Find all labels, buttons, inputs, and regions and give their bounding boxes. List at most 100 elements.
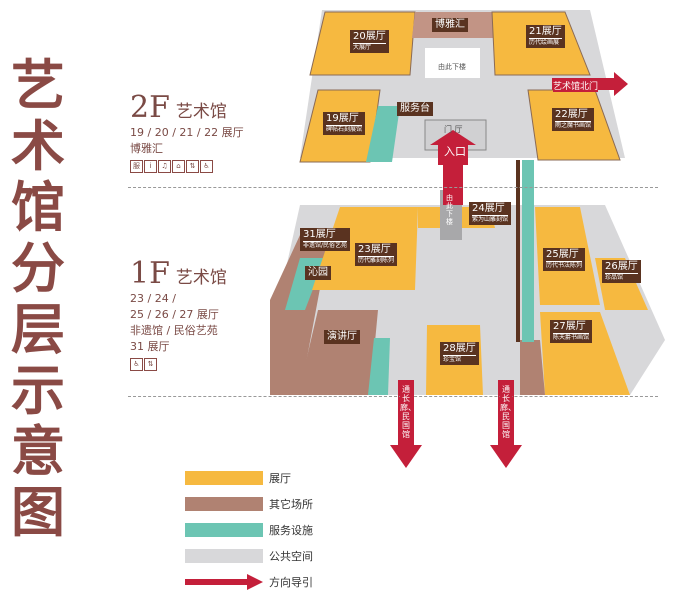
room-sub: 碑帖石刻展馆 <box>326 125 363 133</box>
room-sub: 历代书法陈列 <box>546 261 583 269</box>
service-desk-icon: 服 <box>130 160 143 173</box>
floor1-name: 艺术馆 <box>175 268 227 288</box>
legend-label: 服务设施 <box>269 524 313 537</box>
floor1-code: 1F <box>130 256 170 291</box>
info-icon: i <box>144 160 157 173</box>
floor1-halls: 23 / 24 / <box>130 292 176 305</box>
stairs-area <box>425 48 480 78</box>
title-char: 术 <box>11 115 65 178</box>
service-2f <box>366 106 400 162</box>
garden-label[interactable]: 沁园 <box>305 266 331 280</box>
downstairs-1f-text: 由此下楼 <box>446 194 453 226</box>
entry-label: 入口 <box>444 145 466 158</box>
legend-item: 方向导引 <box>185 574 313 590</box>
legend-label: 其它场所 <box>269 498 313 511</box>
floor-divider <box>128 396 658 397</box>
room-sub: 紫为山雕刻馆 <box>472 215 509 223</box>
room-sub: 陈天爵书画馆 <box>553 333 590 341</box>
legend-label: 展厅 <box>269 472 291 485</box>
title-char: 层 <box>11 298 65 361</box>
floor1-extra: 非遗馆 / 民俗艺苑 <box>130 324 218 337</box>
restroom-icon: ♿ <box>130 358 143 371</box>
legend-label: 方向导引 <box>269 576 313 589</box>
title-char: 意 <box>11 420 65 483</box>
floor2-halls: 19 / 20 / 21 / 22 展厅 <box>130 126 244 139</box>
north-gate-label[interactable]: 艺术馆北门 <box>553 79 599 92</box>
room-name: 31展厅 <box>303 229 336 240</box>
room-name: 27展厅 <box>553 321 586 332</box>
room-name: 28展厅 <box>443 343 476 354</box>
room-name: 20展厅 <box>353 31 386 42</box>
room-23-label[interactable]: 23展厅历代雕刻陈列 <box>355 243 398 266</box>
room-sub: 珍宝馆 <box>443 355 476 364</box>
room-28-label[interactable]: 28展厅珍宝馆 <box>440 342 479 365</box>
room-31-label[interactable]: 31展厅非遗馆/民俗艺苑 <box>300 228 351 251</box>
legend-swatch <box>185 549 263 563</box>
right-passage-label[interactable]: 通长廊、民国馆 <box>500 385 516 439</box>
service-desk-label[interactable]: 服务台 <box>397 102 433 116</box>
title-char: 艺 <box>11 54 65 117</box>
room-27-label[interactable]: 27展厅陈天爵书画馆 <box>550 320 593 343</box>
lecture-hall-label[interactable]: 演讲厅 <box>324 330 360 344</box>
wall <box>516 160 520 342</box>
floor2-name: 艺术馆 <box>175 102 227 122</box>
floor1-extra: 31 展厅 <box>130 340 170 353</box>
room-24-label[interactable]: 24展厅紫为山雕刻馆 <box>469 202 512 225</box>
title-char: 图 <box>11 481 65 544</box>
room-name: 24展厅 <box>472 203 505 214</box>
other-right <box>520 340 545 395</box>
room-name: 22展厅 <box>555 109 588 120</box>
room-25-label[interactable]: 25展厅历代书法陈列 <box>543 248 586 271</box>
legend-item: 展厅 <box>185 470 291 486</box>
legend-item: 服务设施 <box>185 522 313 538</box>
entry-arrow <box>430 130 476 165</box>
elevator-icon: ⇅ <box>144 358 157 371</box>
teal-corridor <box>522 160 534 342</box>
boya-label[interactable]: 博雅汇 <box>432 18 468 32</box>
restroom-icon: ♿ <box>200 160 213 173</box>
room-sub: 雨之魔书画馆 <box>555 121 592 129</box>
legend-arrow-icon <box>185 574 263 590</box>
audio-icon: ♫ <box>158 160 171 173</box>
room-name: 26展厅 <box>605 261 638 272</box>
floor-divider <box>128 187 658 188</box>
title-char: 示 <box>11 359 65 422</box>
floor1-facility-icons: ♿⇅ <box>130 358 227 371</box>
room-name: 21展厅 <box>529 26 562 37</box>
room-22-label[interactable]: 22展厅雨之魔书画馆 <box>552 108 595 131</box>
lobby-text: 门 厅 <box>444 125 463 134</box>
room-name: 23展厅 <box>358 244 391 255</box>
room-sub: 历代绘画展 <box>529 38 562 47</box>
legend-item: 公共空间 <box>185 548 313 564</box>
vertical-title: 艺术馆分层示意图 <box>8 55 68 543</box>
room-19-label[interactable]: 19展厅碑帖石刻展馆 <box>323 112 366 135</box>
room-sub: 珍品馆 <box>605 273 638 282</box>
room-sub: 历代雕刻陈列 <box>358 256 395 264</box>
room-name: 19展厅 <box>326 113 359 124</box>
title-char: 分 <box>11 237 65 300</box>
shop-icon: ⌂ <box>172 160 185 173</box>
legend-item: 其它场所 <box>185 496 313 512</box>
service-1f <box>368 338 390 395</box>
downstairs-text: 由此下楼 <box>438 63 466 71</box>
room-26-label[interactable]: 26展厅珍品馆 <box>602 260 641 283</box>
entry-column <box>443 160 463 205</box>
elevator-icon: ⇅ <box>186 160 199 173</box>
room-20-label[interactable]: 20展厅大展厅 <box>350 30 389 53</box>
room-name: 25展厅 <box>546 249 579 260</box>
room-sub: 大展厅 <box>353 43 386 52</box>
legend-label: 公共空间 <box>269 550 313 563</box>
floor2-extra: 博雅汇 <box>130 142 163 155</box>
room-21-label[interactable]: 21展厅历代绘画展 <box>526 25 565 48</box>
title-char: 馆 <box>11 176 65 239</box>
legend-swatch <box>185 471 263 485</box>
left-passage-label[interactable]: 通长廊、民国馆 <box>400 385 416 439</box>
legend-swatch <box>185 497 263 511</box>
legend-swatch <box>185 523 263 537</box>
room-sub: 非遗馆/民俗艺苑 <box>303 241 348 249</box>
floor2-code: 2F <box>130 90 170 125</box>
